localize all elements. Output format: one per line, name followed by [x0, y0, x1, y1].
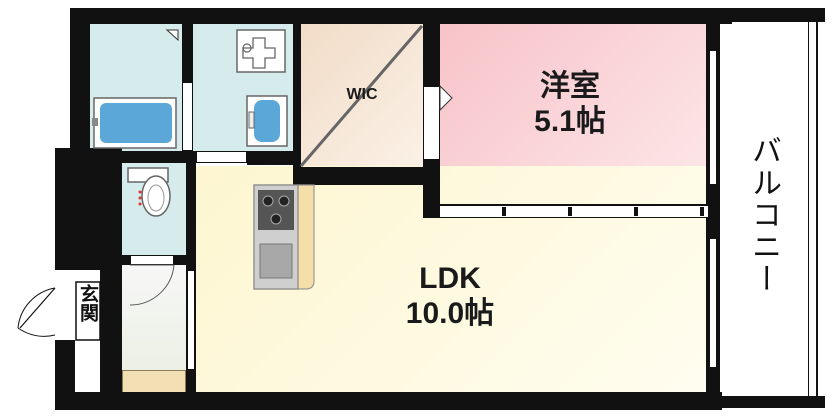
wall-bath-wash: [182, 24, 193, 82]
shoe-cabinet: [75, 281, 101, 341]
entrance-door-icon: [17, 287, 56, 337]
western-door-mark: [439, 84, 453, 112]
ldk-label: LDK 10.0帖: [380, 262, 520, 331]
ldk-side-window: [187, 270, 195, 370]
wash-basin-icon: [246, 95, 288, 147]
toilet-icon: [127, 167, 171, 217]
bath-door-mark: [165, 29, 179, 42]
balcony-label: バルコニー: [746, 135, 781, 295]
western-window-sash: [440, 206, 708, 217]
toilet-door-swing: [129, 264, 175, 306]
wall-left-upper: [70, 8, 90, 163]
kitchen-counter-icon: [253, 184, 315, 290]
washing-machine-icon: [236, 29, 286, 73]
wall-bottom-balcony: [705, 396, 825, 408]
opening-bath-door: [182, 82, 193, 151]
ldk-name: LDK: [419, 262, 481, 295]
entrance-door-opening: [55, 270, 75, 340]
ldk-balcony-window: [709, 238, 717, 368]
wall-wash-wic: [293, 24, 301, 184]
wall-wash-bottom: [247, 151, 301, 165]
western-room-area: 5.1帖: [534, 104, 606, 138]
wall-wic-bottom: [293, 167, 440, 185]
western-room-name: 洋室: [540, 70, 600, 103]
western-balcony-window: [709, 50, 717, 185]
opening-wash-ldk: [196, 151, 247, 163]
entrance-label: 玄関: [77, 284, 99, 322]
wic-diagonal: [299, 25, 424, 167]
balcony-rail: [808, 22, 815, 400]
western-room-label: 洋室 5.1帖: [500, 70, 640, 139]
wall-entrance-left: [100, 265, 122, 392]
wic-label: WIC: [346, 86, 378, 103]
bathtub-icon: [92, 97, 177, 149]
wall-left-lower: [55, 148, 122, 270]
opening-western-door: [423, 86, 440, 160]
ldk-area: 10.0帖: [405, 296, 495, 330]
wall-top: [70, 8, 732, 24]
wall-bath-bottom: [90, 151, 196, 163]
wall-top-balcony: [705, 8, 825, 22]
wall-left-entrance: [55, 340, 75, 410]
wall-bottom: [55, 392, 722, 410]
